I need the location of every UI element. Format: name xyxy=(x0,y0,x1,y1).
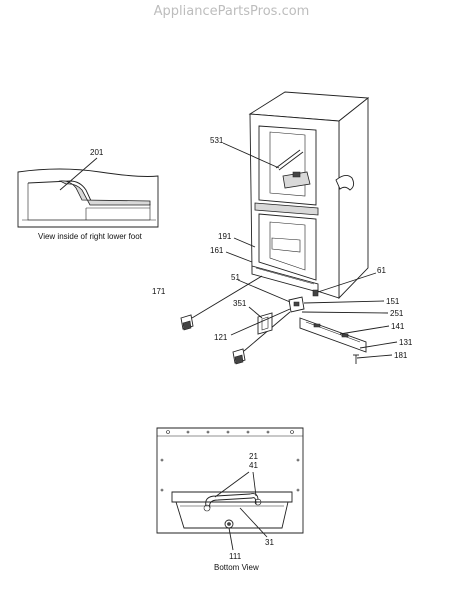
bracket-151-251 xyxy=(289,297,304,312)
callout-251: 251 xyxy=(390,309,404,318)
toe-grille-rail xyxy=(300,318,366,352)
callout-351: 351 xyxy=(233,299,247,308)
callout-531: 531 xyxy=(210,136,224,145)
leveling-foot-left xyxy=(181,276,262,330)
callout-141: 141 xyxy=(391,322,405,331)
inset-foot-view xyxy=(18,158,158,227)
callout-171: 171 xyxy=(152,287,166,296)
callout-131: 131 xyxy=(399,338,413,347)
callout-61: 61 xyxy=(377,266,386,275)
callout-51: 51 xyxy=(231,273,240,282)
callout-21: 21 xyxy=(249,452,258,461)
bottom-view xyxy=(157,428,303,550)
callout-121: 121 xyxy=(214,333,228,342)
callout-151: 151 xyxy=(386,297,400,306)
mounting-holes xyxy=(161,431,299,492)
callout-161: 161 xyxy=(210,246,224,255)
watermark-logo: AppliancePartsPros.com xyxy=(153,4,310,19)
leader-lines xyxy=(223,143,397,358)
inset-caption: View inside of right lower foot xyxy=(38,232,142,241)
callout-111: 111 xyxy=(229,552,242,561)
refrigerator-cabinet xyxy=(250,92,368,298)
bottom-view-caption: Bottom View xyxy=(214,563,259,572)
callout-201: 201 xyxy=(90,148,104,157)
callout-191: 191 xyxy=(218,232,232,241)
screw-181 xyxy=(353,355,359,364)
callout-181: 181 xyxy=(394,351,408,360)
callout-41: 41 xyxy=(249,461,258,470)
callout-31: 31 xyxy=(265,538,274,547)
